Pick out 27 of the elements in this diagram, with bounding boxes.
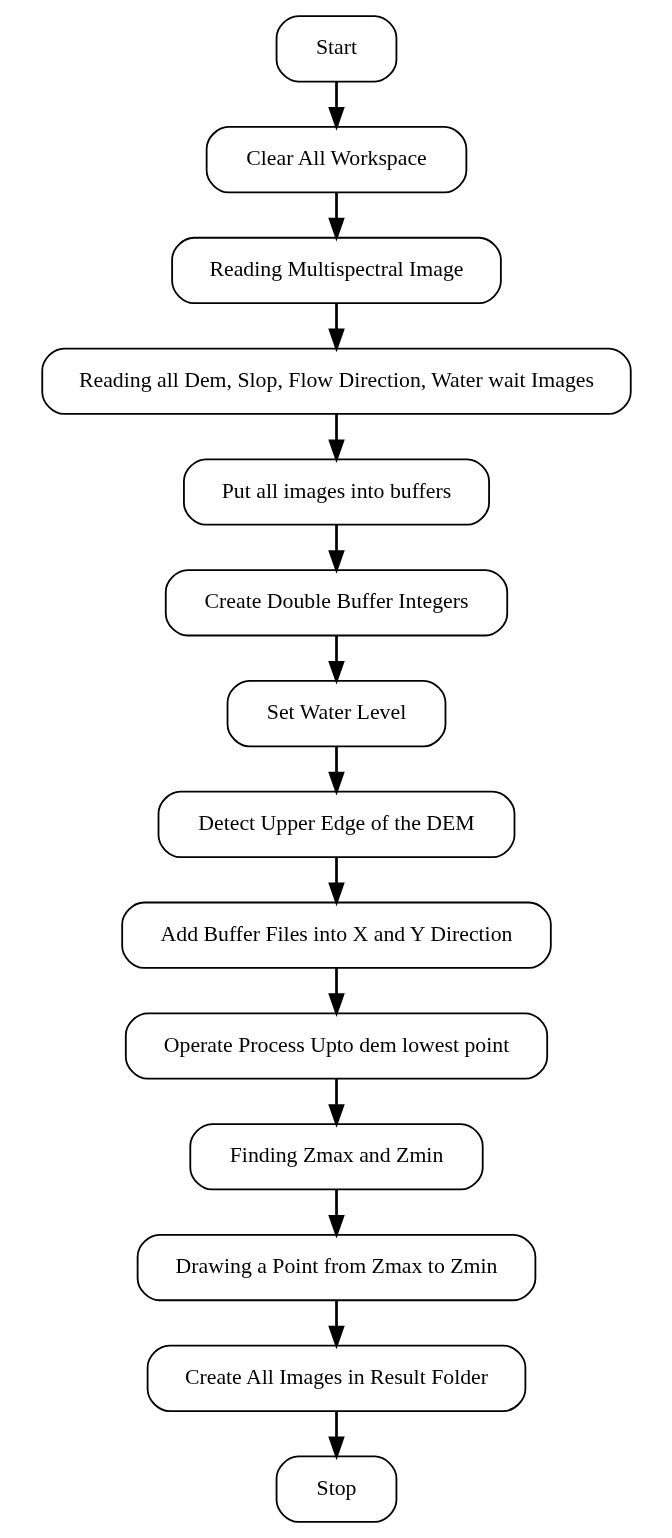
arrow bbox=[327, 635, 345, 685]
node-box: Put all images into buffers bbox=[182, 458, 490, 526]
node-box: Create Double Buffer Integers bbox=[164, 569, 508, 637]
arrow bbox=[327, 746, 345, 796]
arrow bbox=[327, 524, 345, 574]
arrow bbox=[327, 968, 345, 1017]
arrow bbox=[327, 192, 345, 242]
arrow bbox=[327, 1078, 345, 1128]
arrow bbox=[327, 303, 345, 353]
arrow bbox=[327, 857, 345, 907]
node-box: Reading Multispectral Image bbox=[170, 236, 502, 305]
arrow bbox=[327, 1189, 345, 1239]
node-box: Set Water Level bbox=[226, 680, 446, 748]
arrow bbox=[327, 414, 345, 464]
arrow bbox=[327, 81, 345, 131]
node-box: Finding Zmax and Zmin bbox=[188, 1123, 484, 1191]
node-box: Drawing a Point from Zmax to Zmin bbox=[136, 1233, 536, 1302]
node-box: Create All Images in Result Folder bbox=[146, 1344, 526, 1412]
arrow bbox=[327, 1300, 345, 1350]
node-box: Operate Process Upto dem lowest point bbox=[124, 1012, 548, 1080]
node-box: Reading all Dem, Slop, Flow Direction, Water wait Images bbox=[40, 347, 632, 415]
arrow bbox=[327, 1411, 345, 1461]
node-box: Stop bbox=[275, 1455, 397, 1523]
node-box: Detect Upper Edge of the DEM bbox=[157, 790, 515, 858]
node-box: Clear All Workspace bbox=[205, 126, 467, 194]
node-box: Start bbox=[275, 15, 397, 83]
node-box: Add Buffer Files into X and Y Direction bbox=[120, 901, 552, 969]
